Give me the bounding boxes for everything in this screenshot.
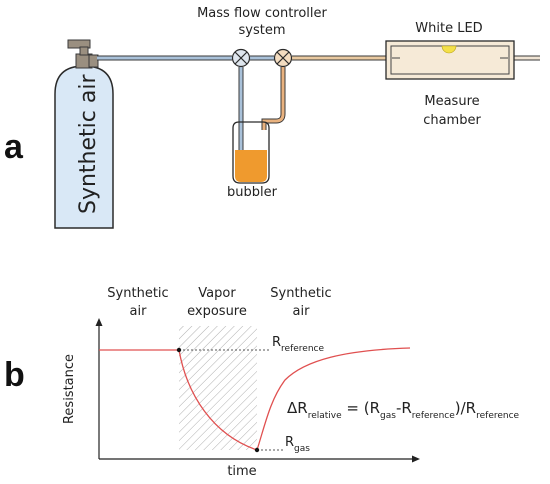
bubbler-vessel bbox=[232, 121, 270, 184]
resistance-curve bbox=[99, 347, 411, 451]
bubbler: bubbler bbox=[227, 121, 278, 200]
r-reference-label: Rreference bbox=[272, 335, 324, 354]
y-axis-label: Resistance bbox=[62, 354, 77, 424]
point-exposure-start bbox=[176, 347, 182, 353]
measure-chamber: White LED Measure chamber bbox=[385, 21, 515, 128]
led-icon bbox=[441, 45, 457, 54]
cylinder-valve-stem bbox=[79, 46, 89, 56]
phase-1-line2: air bbox=[130, 304, 148, 319]
valve-2 bbox=[273, 48, 293, 68]
cylinder-handle bbox=[67, 39, 91, 49]
gas-lines bbox=[97, 55, 540, 150]
r-gas-label: Rgas bbox=[285, 435, 310, 454]
mfc-label-line2: system bbox=[239, 23, 286, 38]
panel-b: b Synthetic air Vapor exposure Synthetic… bbox=[4, 286, 520, 479]
x-axis-label: time bbox=[227, 464, 256, 479]
vapor-exposure-region bbox=[179, 326, 257, 450]
phase-2-line1: Vapor bbox=[198, 286, 236, 301]
phase-2-line2: exposure bbox=[187, 304, 247, 319]
phase-1-line1: Synthetic bbox=[107, 286, 168, 301]
axes bbox=[95, 318, 420, 463]
led-label: White LED bbox=[415, 21, 482, 36]
panel-a: a Synthetic air bbox=[4, 6, 540, 229]
panel-b-letter: b bbox=[4, 356, 25, 394]
chamber-label-line2: chamber bbox=[423, 113, 481, 128]
phase-3-line2: air bbox=[293, 304, 311, 319]
relative-resistance-equation: ΔRrelative = (Rgas-Rreference)/Rreferenc… bbox=[287, 399, 520, 421]
cylinder-label: Synthetic air bbox=[76, 74, 101, 214]
chamber-label-line1: Measure bbox=[424, 94, 479, 109]
panel-a-letter: a bbox=[4, 128, 24, 166]
valve-1 bbox=[231, 48, 251, 68]
bubbler-liquid bbox=[235, 150, 267, 182]
bubbler-label: bubbler bbox=[227, 185, 278, 200]
gas-cylinder: Synthetic air bbox=[54, 39, 114, 229]
phase-3-line1: Synthetic bbox=[270, 286, 331, 301]
mfc-label-line1: Mass flow controller bbox=[197, 6, 327, 21]
point-exposure-end bbox=[254, 447, 260, 453]
cylinder-valve-body bbox=[88, 54, 99, 68]
